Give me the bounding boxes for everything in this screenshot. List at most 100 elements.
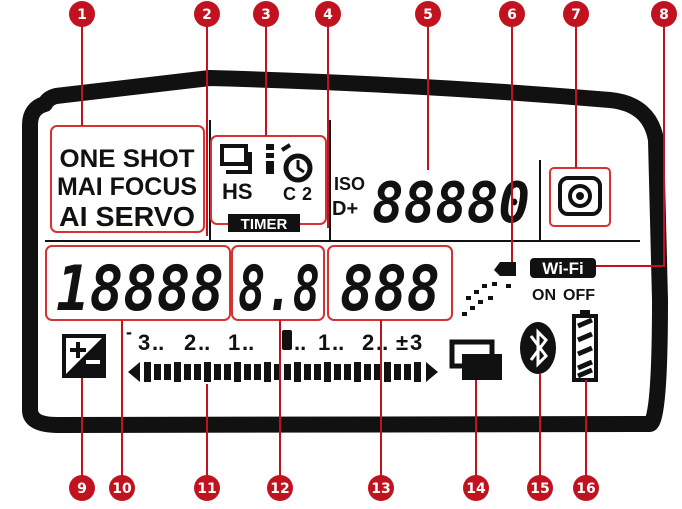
exposure-bar-segment	[144, 362, 151, 382]
exposure-bar-segment	[324, 362, 331, 382]
top-callout-badges: 1 2 3 4 5 6 7 8	[69, 1, 677, 27]
af-ai-servo: AI SERVO	[59, 201, 195, 232]
box-shots	[327, 245, 453, 321]
af-one-shot: ONE SHOT	[60, 145, 195, 173]
card-write-icon	[462, 262, 516, 316]
exposure-bar-segment	[374, 364, 381, 380]
exposure-bar-segment	[334, 364, 341, 380]
callout-badge-8	[651, 1, 677, 27]
self-timer-icon	[266, 143, 313, 183]
callout-badge-label-10: 10	[112, 481, 132, 497]
scale-plusminus: ±	[396, 330, 408, 355]
exposure-level-bar	[128, 362, 438, 382]
exposure-compensation-icon	[62, 334, 106, 378]
exposure-bar-segment	[364, 364, 371, 380]
exposure-bar-segment	[294, 362, 301, 382]
exposure-bar-segment	[194, 364, 201, 380]
multiple-exposure-icon	[449, 339, 502, 380]
callout-badge-5	[415, 1, 441, 27]
shutter-digits: 18888	[56, 252, 224, 325]
bluetooth-icon	[520, 322, 556, 374]
exposure-bar-segment	[164, 364, 171, 380]
bar-left-arrow	[128, 362, 140, 382]
callout-badge-label-16: 16	[576, 481, 595, 497]
aperture-digits: 8.8	[238, 252, 320, 325]
scale-dots-a: ..	[152, 330, 164, 355]
metering-mode-icon	[558, 176, 602, 216]
shots-digits: 888	[340, 252, 440, 325]
timer-badge	[228, 214, 300, 232]
callout-badge-6	[499, 1, 525, 27]
callout-badge-label-15: 15	[530, 481, 549, 497]
exposure-bar-segment	[384, 362, 391, 382]
scale-dots-f: ..	[376, 330, 388, 355]
exposure-bar-segment	[184, 364, 191, 380]
drive-hs: HS	[222, 179, 253, 204]
bottom-leader-lines	[81, 320, 587, 480]
scale-plus-3: 3	[410, 330, 422, 355]
callout-badge-2	[194, 1, 220, 27]
callout-badge-15	[527, 475, 553, 501]
callout-badge-4	[315, 1, 341, 27]
wifi-on: ON	[532, 287, 556, 304]
callout-badge-7	[563, 1, 589, 27]
exposure-bar-segment	[414, 362, 421, 382]
callout-badge-10	[109, 475, 135, 501]
wifi-badge	[530, 258, 596, 278]
iso-digits: 88880	[372, 171, 530, 236]
wifi-label: Wi-Fi	[542, 259, 583, 278]
callout-badge-label-12: 12	[270, 481, 289, 497]
exposure-bar-segment	[174, 362, 181, 382]
exposure-bar-segment	[314, 364, 321, 380]
callout-badge-1	[69, 1, 95, 27]
exposure-bar-segment	[154, 364, 161, 380]
battery-icon	[572, 310, 598, 382]
box-af-mode	[50, 125, 205, 233]
exposure-bar-segment	[274, 364, 281, 380]
wifi-off: OFF	[563, 287, 595, 304]
scale-dots-b: ..	[198, 330, 210, 355]
box-shutter	[45, 245, 231, 321]
callout-badge-label-7: 7	[571, 7, 581, 23]
exposure-bar-segment	[214, 364, 221, 380]
exposure-bar-segment	[394, 364, 401, 380]
exposure-bar-segment	[224, 364, 231, 380]
callout-badge-13	[368, 475, 394, 501]
lcd-frame	[22, 70, 668, 433]
exposure-bar-segment	[264, 362, 271, 382]
scale-minus-1: 1	[228, 330, 240, 355]
callout-badge-label-5: 5	[423, 7, 433, 23]
exposure-bar-segment	[204, 362, 211, 382]
exposure-bar-segment	[404, 364, 411, 380]
callout-badge-label-13: 13	[371, 481, 390, 497]
callout-badge-label-4: 4	[323, 7, 333, 23]
callout-badge-label-9: 9	[77, 481, 87, 497]
exposure-bar-segment	[254, 364, 261, 380]
scale-minus-2: 2	[184, 330, 196, 355]
exposure-bar-segment	[234, 362, 241, 382]
callout-badge-label-11: 11	[197, 481, 216, 497]
iso-label: ISO	[334, 174, 365, 194]
exposure-bar-segment	[304, 364, 311, 380]
callout-badge-label-8: 8	[659, 7, 669, 23]
box-aperture	[231, 245, 325, 321]
callout-badge-label-3: 3	[261, 7, 271, 23]
exposure-bar-segment	[284, 364, 291, 380]
callout-badge-label-2: 2	[202, 7, 212, 23]
callout-badge-label-6: 6	[507, 7, 517, 23]
timer-label: TIMER	[241, 216, 288, 233]
bar-right-arrow	[426, 362, 438, 382]
scale-dots-e: ..	[332, 330, 344, 355]
callout-badge-label-1: 1	[77, 7, 87, 23]
drive-two: 2	[302, 184, 312, 204]
exposure-bar-segment	[344, 364, 351, 380]
scale-minus: -	[126, 322, 132, 342]
callout-badge-14	[463, 475, 489, 501]
scale-plus-2: 2	[362, 330, 374, 355]
callout-badge-3	[253, 1, 279, 27]
drive-continuous-icon	[220, 144, 252, 174]
scale-dots-c: ..	[242, 330, 254, 355]
